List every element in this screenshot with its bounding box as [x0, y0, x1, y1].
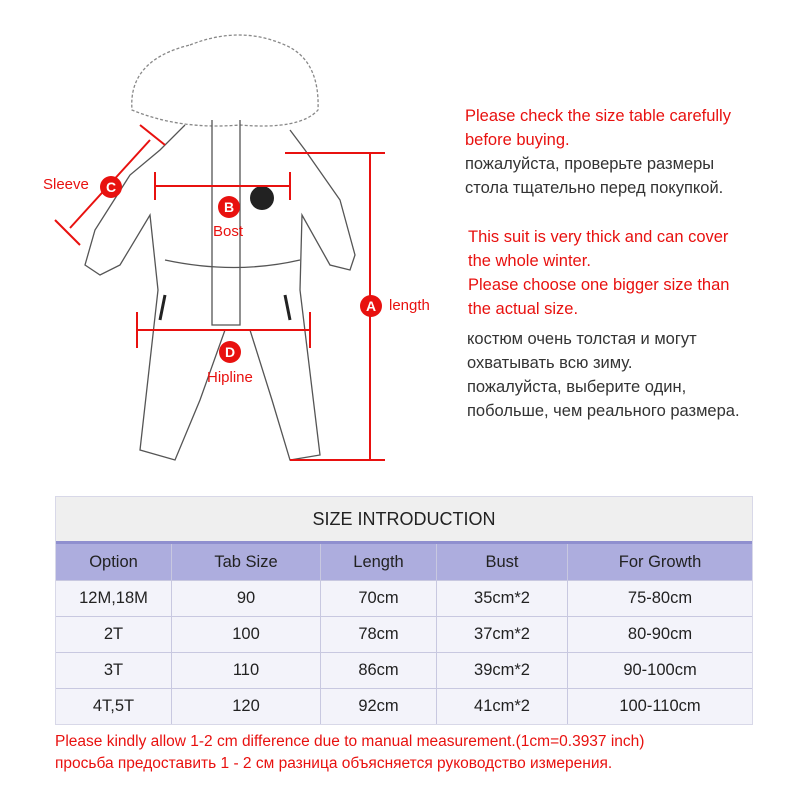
note-line: стола тщательно перед покупкой. [465, 179, 724, 197]
header-cell: Length [320, 544, 436, 580]
badge-d: D [219, 341, 241, 363]
table-cell: 4T,5T [92, 697, 135, 715]
size-table: SIZE INTRODUCTION Option Tab Size Length… [55, 496, 753, 725]
note-line: before buying. [465, 131, 570, 149]
table-cell: 110 [171, 653, 320, 688]
logo-patch [250, 186, 274, 210]
footer-note-ru: просьба предоставить 1 - 2 см разница об… [55, 755, 613, 772]
table-title: SIZE INTRODUCTION [56, 497, 752, 544]
table-cell: 100 [171, 617, 320, 652]
header-cell: Tab Size [171, 544, 320, 580]
table-cell: 120 [171, 689, 320, 724]
note-thick-ru: костюм очень толстая и могут охватывать … [467, 327, 740, 423]
note-thick-en: This suit is very thick and can cover th… [468, 225, 729, 321]
table-cell: 37cm*2 [436, 617, 567, 652]
table-header-row: Option Tab Size Length Bust For Growth [56, 544, 752, 580]
note-line: пожалуйста, выберите один, [467, 378, 687, 396]
note-line: охватывать всю зиму. [467, 354, 633, 372]
snowsuit-sketch [54, 34, 385, 461]
badge-a: A [360, 295, 382, 317]
bust-label: Bost [213, 223, 244, 240]
header-cell: Option [89, 552, 138, 571]
note-check-size-en: Please check the size table carefully be… [465, 104, 731, 152]
note-line: the whole winter. [468, 252, 591, 270]
table-cell: 39cm*2 [436, 653, 567, 688]
table-cell: 70cm [320, 581, 436, 616]
table-cell: 12M,18M [79, 589, 148, 607]
badge-b: B [218, 196, 240, 218]
note-line: костюм очень толстая и могут [467, 330, 697, 348]
table-cell: 41cm*2 [436, 689, 567, 724]
table-cell: 90-100cm [567, 653, 752, 688]
footer-note-en: Please kindly allow 1-2 cm difference du… [55, 733, 645, 750]
table-cell: 2T [103, 625, 124, 643]
note-line: побольше, чем реального размера. [467, 402, 740, 420]
table-cell: 35cm*2 [436, 581, 567, 616]
badge-c: C [100, 176, 122, 198]
note-line: пожалуйста, проверьте размеры [465, 155, 715, 173]
length-label: length [389, 297, 430, 314]
note-check-size-ru: пожалуйста, проверьте размеры стола тщат… [465, 152, 723, 200]
table-cell: 3T [103, 661, 124, 679]
header-cell: Bust [436, 544, 567, 580]
hipline-label: Hipline [207, 369, 253, 386]
table-cell: 90 [171, 581, 320, 616]
table-cell: 92cm [320, 689, 436, 724]
note-line: This suit is very thick and can cover [468, 228, 729, 246]
header-cell: For Growth [567, 544, 752, 580]
note-line: Please choose one bigger size than [468, 276, 730, 294]
table-cell: 100-110cm [567, 689, 752, 724]
sleeve-label: Sleeve [43, 176, 89, 193]
table-cell: 78cm [320, 617, 436, 652]
table-cell: 80-90cm [567, 617, 752, 652]
table-cell: 75-80cm [567, 581, 752, 616]
note-line: the actual size. [468, 300, 579, 318]
table-cell: 86cm [320, 653, 436, 688]
note-line: Please check the size table carefully [465, 107, 731, 125]
